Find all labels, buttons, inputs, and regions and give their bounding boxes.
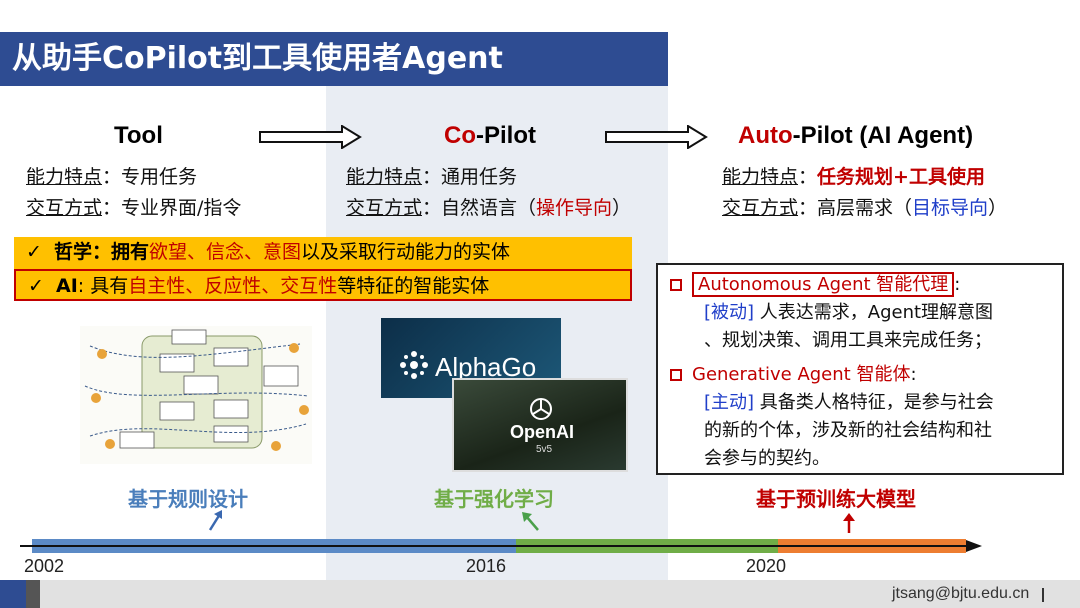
generative-agent-desc-3: 会参与的契约。 <box>704 448 830 469</box>
copilot-interaction: 交互方式：自然语言（操作导向） <box>346 197 632 219</box>
autopilot-capability: 能力特点：任务规划+工具使用 <box>722 166 985 188</box>
square-bullet-icon <box>670 279 682 291</box>
autonomous-agent-desc-1: [被动] 人表达需求，Agent理解意图 <box>704 302 994 323</box>
generative-agent-desc-2: 的新的个体，涉及新的社会结构和社 <box>704 420 992 441</box>
tool-heading: Tool <box>114 122 163 149</box>
alphago-label: AlphaGo <box>435 352 537 382</box>
slide-title: 从助手CoPilot到工具使用者Agent <box>0 32 668 86</box>
stage-reinforcement: 基于强化学习 <box>434 487 554 511</box>
year-2002: 2002 <box>24 556 65 576</box>
arrow-right-icon <box>605 125 708 149</box>
footer-email: jtsang@bjtu.edu.cn <box>892 585 1030 602</box>
square-bullet-icon <box>670 369 682 381</box>
footer-accent-blue <box>0 580 26 608</box>
arrow-right-icon <box>259 125 362 149</box>
openai-label: OpenAI <box>510 422 575 442</box>
ai-callout: ✓ AI: 具有自主性、反应性、交互性等特征的智能实体 <box>14 269 632 301</box>
rule-based-diagram-image <box>80 326 312 464</box>
footer-divider <box>1042 588 1044 602</box>
openai-logo-icon <box>530 398 552 420</box>
philosophy-callout: ✓ 哲学：拥有欲望、信念、意图以及采取行动能力的实体 <box>14 237 632 269</box>
year-2020: 2020 <box>746 556 787 576</box>
alphago-logo-icon <box>400 351 428 379</box>
arrow-up-right-icon <box>208 510 222 531</box>
generative-agent-title: Generative Agent 智能体: <box>670 361 917 389</box>
footer-accent-gray <box>26 580 40 608</box>
autopilot-interaction: 交互方式：高层需求（目标导向） <box>722 197 1008 219</box>
timeline-arrowhead-icon <box>966 540 982 552</box>
arrow-up-icon <box>843 513 855 533</box>
agent-definition-box: Autonomous Agent 智能代理: [被动] 人表达需求，Agent理… <box>656 263 1064 475</box>
copilot-heading: Co-Pilot <box>444 122 536 149</box>
arrow-up-left-icon <box>522 512 539 531</box>
copilot-capability: 能力特点：通用任务 <box>346 166 518 188</box>
year-2016: 2016 <box>466 556 507 576</box>
tool-interaction: 交互方式：专业界面/指令 <box>26 197 242 219</box>
footer-bar <box>0 580 1080 608</box>
stage-rule-based: 基于规则设计 <box>128 487 248 511</box>
tool-capability: 能力特点：专用任务 <box>26 166 198 188</box>
autonomous-agent-desc-2: 、规划决策、调用工具来完成任务； <box>704 330 992 351</box>
openai-sub-label: 5v5 <box>536 444 553 455</box>
openai-five-image: OpenAI 5v5 <box>452 378 628 472</box>
generative-agent-desc-1: [主动] 具备类人格特征，是参与社会 <box>704 392 994 413</box>
stage-pretrained: 基于预训练大模型 <box>756 487 916 511</box>
autopilot-heading: Auto-Pilot (AI Agent) <box>738 122 974 149</box>
timeline-axis <box>20 545 970 547</box>
autonomous-agent-title: Autonomous Agent 智能代理: <box>670 271 960 299</box>
